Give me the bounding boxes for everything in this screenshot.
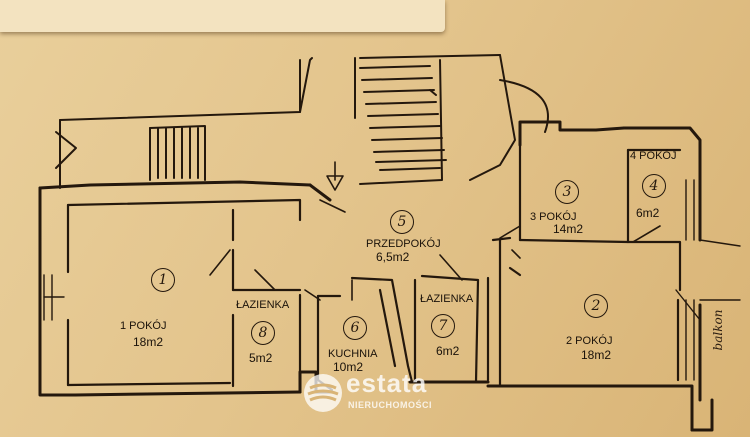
- room-number-6: 6: [343, 316, 367, 340]
- watermark-brand: estata: [346, 368, 428, 398]
- room-7-area: 6m2: [436, 344, 460, 358]
- inner-walls: [66, 143, 682, 392]
- room-2-area: 18m2: [581, 348, 612, 362]
- stair-left: [55, 57, 313, 189]
- room-number-1: 1: [151, 268, 175, 292]
- room-number-8: 8: [251, 321, 275, 345]
- room-6-name: KUCHNIA: [328, 348, 378, 360]
- room-number-2: 2: [584, 294, 608, 318]
- room-8-area: 5m2: [249, 351, 273, 365]
- room-number-4: 4: [642, 174, 666, 198]
- room-1-name: 1 POKÓJ: [120, 320, 167, 332]
- room-number-3: 3: [555, 180, 579, 204]
- windows: [43, 179, 741, 381]
- room-5-name: PRZEDPOKÓJ: [366, 238, 441, 250]
- outer-walls: [38, 120, 714, 432]
- room-1-area: 18m2: [133, 335, 164, 349]
- room-number-7: 7: [431, 314, 455, 338]
- overlapping-paper-sheet: [0, 0, 445, 32]
- entrance-arrow: [326, 161, 344, 191]
- room-4-area: 6m2: [636, 206, 660, 220]
- room-5-area: 6,5m2: [376, 250, 410, 264]
- door-swings: [209, 199, 661, 301]
- room-number-5: 5: [390, 210, 414, 234]
- room-3-name: 3 POKÓJ: [530, 211, 577, 223]
- room-7-name: ŁAZIENKA: [420, 293, 474, 305]
- room-4-name: 4 POKÓJ: [630, 150, 677, 162]
- stair-center: [354, 54, 549, 185]
- room-8-name: ŁAZIENKA: [236, 299, 290, 311]
- balcony-label: balkon: [711, 309, 725, 351]
- room-3-area: 14m2: [553, 222, 584, 236]
- estata-logo-icon: [304, 374, 342, 412]
- room-2-name: 2 POKÓJ: [566, 335, 613, 347]
- watermark-subtitle: NIERUCHOMOŚCI: [348, 400, 433, 410]
- room-6-area: 10m2: [333, 360, 364, 374]
- watermark-logo: estata NIERUCHOMOŚCI: [300, 368, 460, 420]
